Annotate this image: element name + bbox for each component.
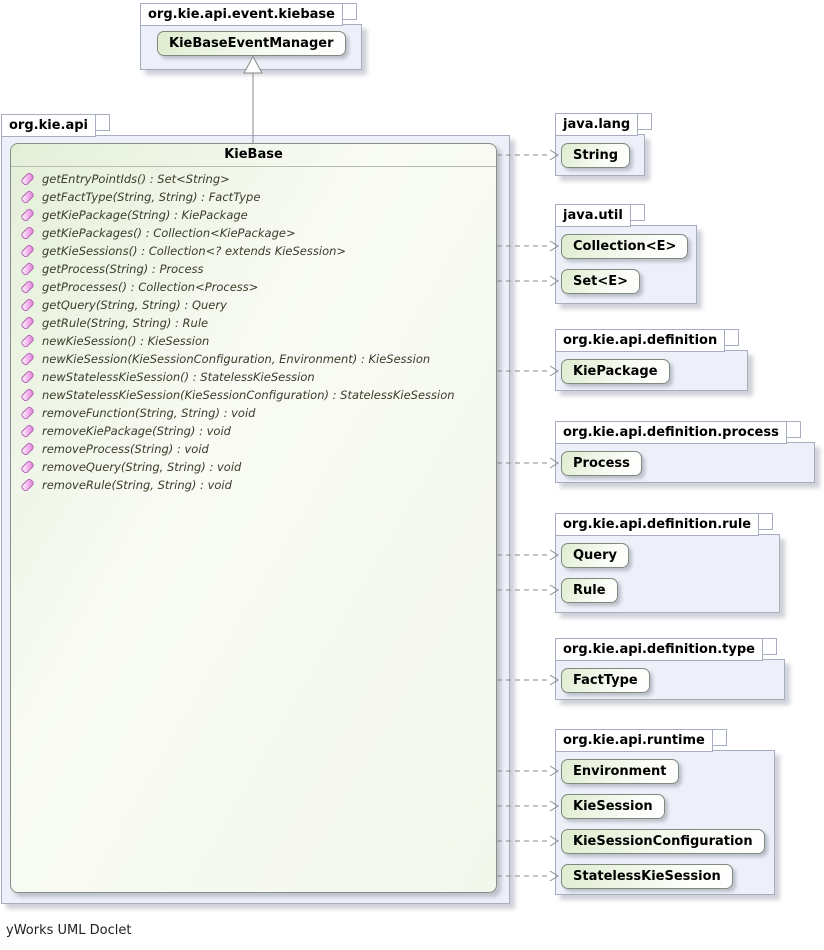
method-row[interactable]: newStatelessKieSession() : StatelessKieS… bbox=[19, 368, 496, 386]
package-minitab bbox=[94, 114, 110, 131]
class-kiebaseeventmanager[interactable]: KieBaseEventManager bbox=[157, 31, 346, 56]
package-minitab bbox=[762, 638, 777, 655]
method-icon bbox=[20, 171, 35, 187]
package-tab[interactable]: java.lang bbox=[555, 113, 639, 136]
package-body: Collection<E> Set<E> bbox=[555, 225, 697, 304]
method-icon bbox=[20, 405, 35, 421]
class-set[interactable]: Set<E> bbox=[561, 269, 641, 294]
class-environment[interactable]: Environment bbox=[561, 759, 679, 784]
class-kiesessionconfiguration[interactable]: KieSessionConfiguration bbox=[561, 829, 765, 854]
method-icon bbox=[20, 207, 35, 223]
method-icon bbox=[20, 441, 35, 457]
method-icon bbox=[20, 423, 35, 439]
package-tab[interactable]: org.kie.api.definition.rule bbox=[555, 513, 760, 536]
method-icon bbox=[20, 297, 35, 313]
package-minitab bbox=[341, 3, 357, 20]
method-list: getEntryPointIds() : Set<String> getFact… bbox=[11, 167, 496, 494]
method-icon bbox=[20, 315, 35, 331]
class-facttype[interactable]: FactType bbox=[561, 668, 650, 693]
package-tab[interactable]: org.kie.api.definition bbox=[555, 329, 726, 352]
package-body: KiePackage bbox=[555, 350, 748, 391]
class-query[interactable]: Query bbox=[561, 543, 630, 568]
package-org-kie-api-definition-rule: org.kie.api.definition.rule Query Rule bbox=[555, 513, 780, 613]
package-minitab bbox=[711, 729, 727, 746]
method-row[interactable]: getKiePackage(String) : KiePackage bbox=[19, 206, 496, 224]
package-org-kie-api-definition: org.kie.api.definition KiePackage bbox=[555, 329, 748, 391]
package-tab[interactable]: org.kie.api.runtime bbox=[555, 729, 713, 752]
method-icon bbox=[20, 459, 35, 475]
package-org-kie-api: org.kie.api bbox=[1, 114, 510, 904]
package-body: String bbox=[555, 134, 645, 176]
package-minitab bbox=[637, 113, 653, 130]
method-row[interactable]: getRule(String, String) : Rule bbox=[19, 314, 496, 332]
method-row[interactable]: getFactType(String, String) : FactType bbox=[19, 188, 496, 206]
method-icon bbox=[20, 351, 35, 367]
method-row[interactable]: removeQuery(String, String) : void bbox=[19, 458, 496, 476]
method-row[interactable]: newStatelessKieSession(KieSessionConfigu… bbox=[19, 386, 496, 404]
method-icon bbox=[20, 243, 35, 259]
package-org-kie-api-definition-process: org.kie.api.definition.process Process bbox=[555, 421, 815, 483]
method-icon bbox=[20, 387, 35, 403]
package-minitab bbox=[785, 421, 801, 438]
class-string[interactable]: String bbox=[561, 143, 631, 168]
method-row[interactable]: getEntryPointIds() : Set<String> bbox=[19, 170, 496, 188]
method-row[interactable]: getKieSessions() : Collection<? extends … bbox=[19, 242, 496, 260]
class-kiepackage[interactable]: KiePackage bbox=[561, 359, 670, 384]
method-icon bbox=[20, 261, 35, 277]
method-row[interactable]: removeProcess(String) : void bbox=[19, 440, 496, 458]
method-icon bbox=[20, 369, 35, 385]
package-tab[interactable]: org.kie.api bbox=[1, 114, 96, 137]
package-body: FactType bbox=[555, 659, 785, 700]
class-statelesskiesession[interactable]: StatelessKieSession bbox=[561, 864, 733, 889]
class-rule[interactable]: Rule bbox=[561, 578, 618, 603]
package-tab[interactable]: org.kie.api.definition.process bbox=[555, 421, 787, 444]
method-row[interactable]: newKieSession(KieSessionConfiguration, E… bbox=[19, 350, 496, 368]
package-org-kie-api-event-kiebase: org.kie.api.event.kiebase KieBaseEventMa… bbox=[140, 3, 362, 70]
package-tab[interactable]: org.kie.api.event.kiebase bbox=[140, 3, 343, 26]
package-tab[interactable]: java.util bbox=[555, 204, 631, 227]
package-java-lang: java.lang String bbox=[555, 113, 653, 176]
method-row[interactable]: removeKiePackage(String) : void bbox=[19, 422, 496, 440]
class-process[interactable]: Process bbox=[561, 451, 642, 476]
generator-credit: yWorks UML Doclet bbox=[6, 923, 132, 938]
method-row[interactable]: getProcess(String) : Process bbox=[19, 260, 496, 278]
method-icon bbox=[20, 279, 35, 295]
package-minitab bbox=[758, 513, 774, 530]
method-icon bbox=[20, 225, 35, 241]
package-java-util: java.util Collection<E> Set<E> bbox=[555, 204, 697, 304]
class-title: KieBase bbox=[11, 144, 496, 167]
package-minitab bbox=[724, 329, 740, 346]
method-icon bbox=[20, 333, 35, 349]
method-icon bbox=[20, 189, 35, 205]
method-row[interactable]: getQuery(String, String) : Query bbox=[19, 296, 496, 314]
class-kiebase: KieBase getEntryPointIds() : Set<String>… bbox=[10, 143, 497, 893]
method-row[interactable]: newKieSession() : KieSession bbox=[19, 332, 496, 350]
package-org-kie-api-definition-type: org.kie.api.definition.type FactType bbox=[555, 638, 785, 700]
package-body: Process bbox=[555, 442, 815, 483]
method-row[interactable]: removeRule(String, String) : void bbox=[19, 476, 496, 494]
package-org-kie-api-runtime: org.kie.api.runtime Environment KieSessi… bbox=[555, 729, 775, 895]
package-minitab bbox=[629, 204, 645, 221]
method-icon bbox=[20, 477, 35, 493]
package-body: Environment KieSession KieSessionConfigu… bbox=[555, 750, 775, 895]
package-body: Query Rule bbox=[555, 534, 780, 613]
method-row[interactable]: getProcesses() : Collection<Process> bbox=[19, 278, 496, 296]
package-tab[interactable]: org.kie.api.definition.type bbox=[555, 638, 763, 661]
class-collection[interactable]: Collection<E> bbox=[561, 234, 689, 259]
method-row[interactable]: removeFunction(String, String) : void bbox=[19, 404, 496, 422]
method-row[interactable]: getKiePackages() : Collection<KiePackage… bbox=[19, 224, 496, 242]
package-body: KieBaseEventManager bbox=[140, 24, 362, 70]
class-kiesession[interactable]: KieSession bbox=[561, 794, 665, 819]
